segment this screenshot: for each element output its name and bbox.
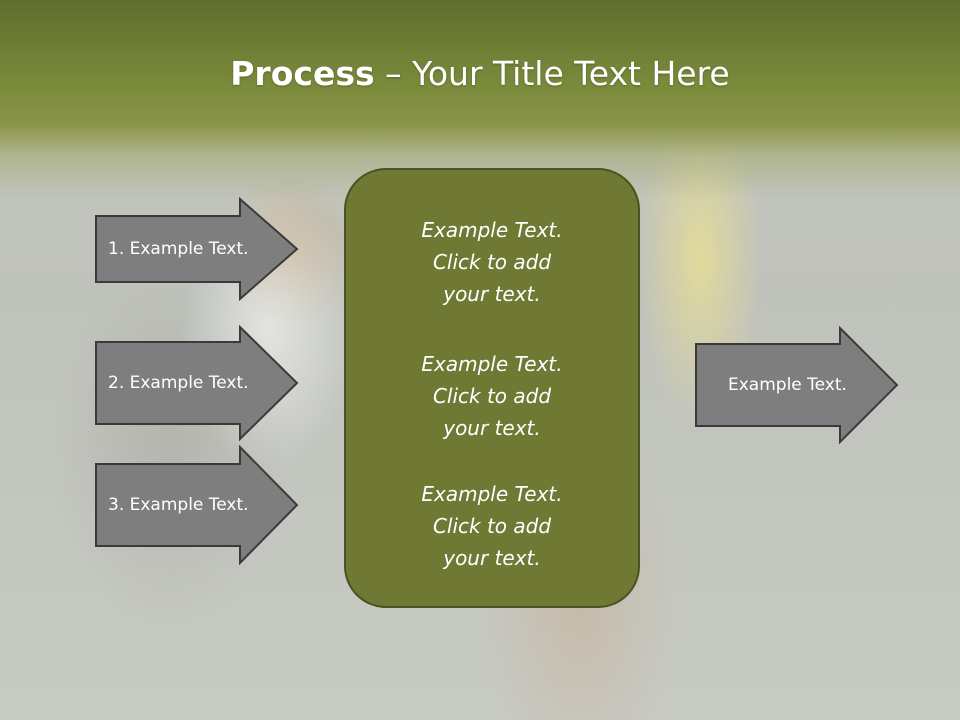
arrow-shape — [95, 445, 299, 565]
arrow-shape — [95, 197, 299, 301]
text-block-1: Example Text. Click to add your text. — [346, 214, 638, 310]
left-arrow-1[interactable]: 1. Example Text. — [94, 197, 300, 301]
text-line: Click to add — [432, 384, 552, 408]
header-band — [0, 0, 960, 200]
slide-title[interactable]: Process – Your Title Text Here — [0, 52, 960, 96]
text-line: Example Text. — [421, 482, 563, 506]
left-arrow-3-label: 3. Example Text. — [108, 495, 249, 515]
left-arrow-2[interactable]: 2. Example Text. — [94, 325, 300, 441]
right-arrow[interactable]: Example Text. — [694, 326, 900, 444]
text-line: your text. — [443, 282, 541, 306]
text-line: Click to add — [432, 514, 552, 538]
text-line: your text. — [443, 546, 541, 570]
text-line: Example Text. — [421, 352, 563, 376]
text-block-2: Example Text. Click to add your text. — [346, 348, 638, 444]
arrow-shape — [695, 326, 899, 444]
text-line: your text. — [443, 416, 541, 440]
text-block-3: Example Text. Click to add your text. — [346, 478, 638, 574]
center-text-box[interactable]: Example Text. Click to add your text. Ex… — [344, 168, 640, 608]
left-arrow-3[interactable]: 3. Example Text. — [94, 445, 300, 565]
text-line: Click to add — [432, 250, 552, 274]
left-arrow-1-label: 1. Example Text. — [108, 239, 249, 259]
title-rest: – Your Title Text Here — [374, 54, 730, 93]
right-arrow-label: Example Text. — [728, 375, 847, 395]
title-bold: Process — [230, 54, 375, 93]
text-line: Example Text. — [421, 218, 563, 242]
arrow-shape — [95, 325, 299, 441]
left-arrow-2-label: 2. Example Text. — [108, 373, 249, 393]
